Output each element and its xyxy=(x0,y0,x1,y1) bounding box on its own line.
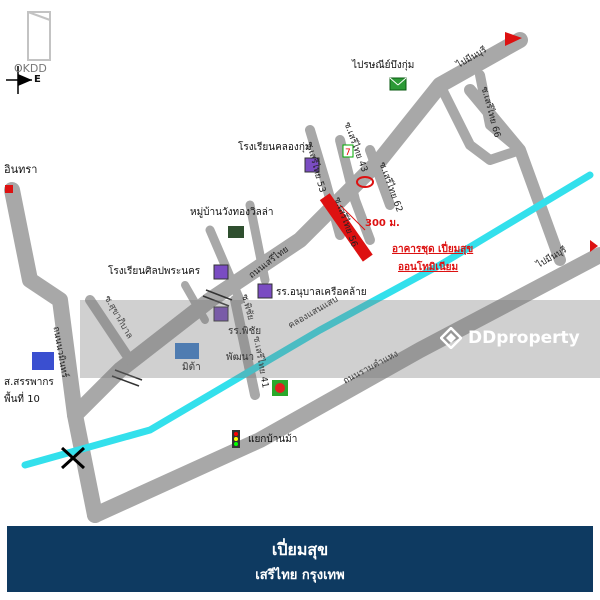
footer-banner: เปี่ยมสุข เสรีไทย กรุงเทพ xyxy=(7,526,593,592)
seven-eleven-icon: 7 xyxy=(342,144,354,158)
traffic-light-icon xyxy=(232,430,240,448)
road-soi-upper-mid xyxy=(245,200,270,285)
phatthana-label: พัฒนา xyxy=(226,352,255,363)
bridge-icon-2 xyxy=(111,369,143,387)
school-icon-kindergarten xyxy=(257,283,273,299)
post-office-label: ไปรษณีย์บึงกุ่ม xyxy=(352,60,415,71)
ddproperty-logo-icon xyxy=(440,327,462,349)
footer-title: เปี่ยมสุข xyxy=(271,540,329,559)
intra-marker xyxy=(5,185,13,193)
road-upper-loop xyxy=(435,80,525,165)
okdd-logo-text: OKDD xyxy=(14,62,47,75)
intersection-x-icon xyxy=(60,446,86,470)
road-ramkhamhaeng xyxy=(87,247,600,523)
intra-label: อินทรา xyxy=(4,163,38,176)
yaek-ban-ma-label: แยกบ้านม้า xyxy=(248,434,298,445)
school-phichai-label: รร.พิชัย xyxy=(228,326,262,337)
road-upper-right-soi xyxy=(475,70,525,155)
arrow-right xyxy=(590,240,598,252)
road-soi-sinlapa xyxy=(181,281,209,324)
bridge-icon-1 xyxy=(202,289,233,307)
village-label: หมู่บ้านวังทองวิลล่า xyxy=(190,207,274,218)
post-office-icon xyxy=(389,77,407,91)
property-name-line1: อาคารชุด เปี่ยมสุข xyxy=(392,244,474,255)
watermark-band xyxy=(80,300,600,378)
school-sinlapa-label: โรงเรียนศิลปพระนคร xyxy=(108,266,201,277)
compass-east-label: E xyxy=(34,74,41,85)
svg-text:7: 7 xyxy=(345,148,351,158)
road-soi-56 xyxy=(335,135,375,245)
ddproperty-watermark: DDproperty xyxy=(440,327,580,349)
school-icon-klong-kum xyxy=(304,157,320,173)
school-klong-kum-label: โรงเรียนคลองกุ่ม xyxy=(238,142,312,153)
school-icon-phichai xyxy=(213,306,229,322)
school-icon-sinlapa xyxy=(213,264,229,280)
property-name-line2: ออนโทมิเนียม xyxy=(398,262,459,273)
compass xyxy=(6,66,32,94)
arrow-top-right xyxy=(505,32,522,46)
distance-line xyxy=(339,204,366,231)
revenue-office-label: ส.สรรพากร xyxy=(4,377,54,388)
canal-saen-saep xyxy=(21,171,594,469)
okdd-logo-icon xyxy=(27,11,51,61)
distance-label: 300 ม. xyxy=(365,218,400,229)
kindergarten-label: รร.อนุบาลเครือคล้าย xyxy=(276,287,367,298)
road-soi-62 xyxy=(365,145,395,210)
mita-label: มิต้า xyxy=(182,362,201,373)
property-marker xyxy=(319,193,373,262)
building-icon-mita xyxy=(175,343,199,359)
market-icon xyxy=(272,380,288,396)
revenue-building-icon xyxy=(32,352,54,370)
toyota-icon xyxy=(356,176,374,188)
footer-subtitle: เสรีไทย กรุงเทพ xyxy=(255,568,345,583)
ddproperty-label: DDproperty xyxy=(468,328,580,348)
road-soi-left xyxy=(85,295,135,365)
village-icon xyxy=(228,226,244,238)
revenue-area-label: พื้นที่ 10 xyxy=(4,394,40,405)
road-soi-phichai xyxy=(230,295,260,400)
